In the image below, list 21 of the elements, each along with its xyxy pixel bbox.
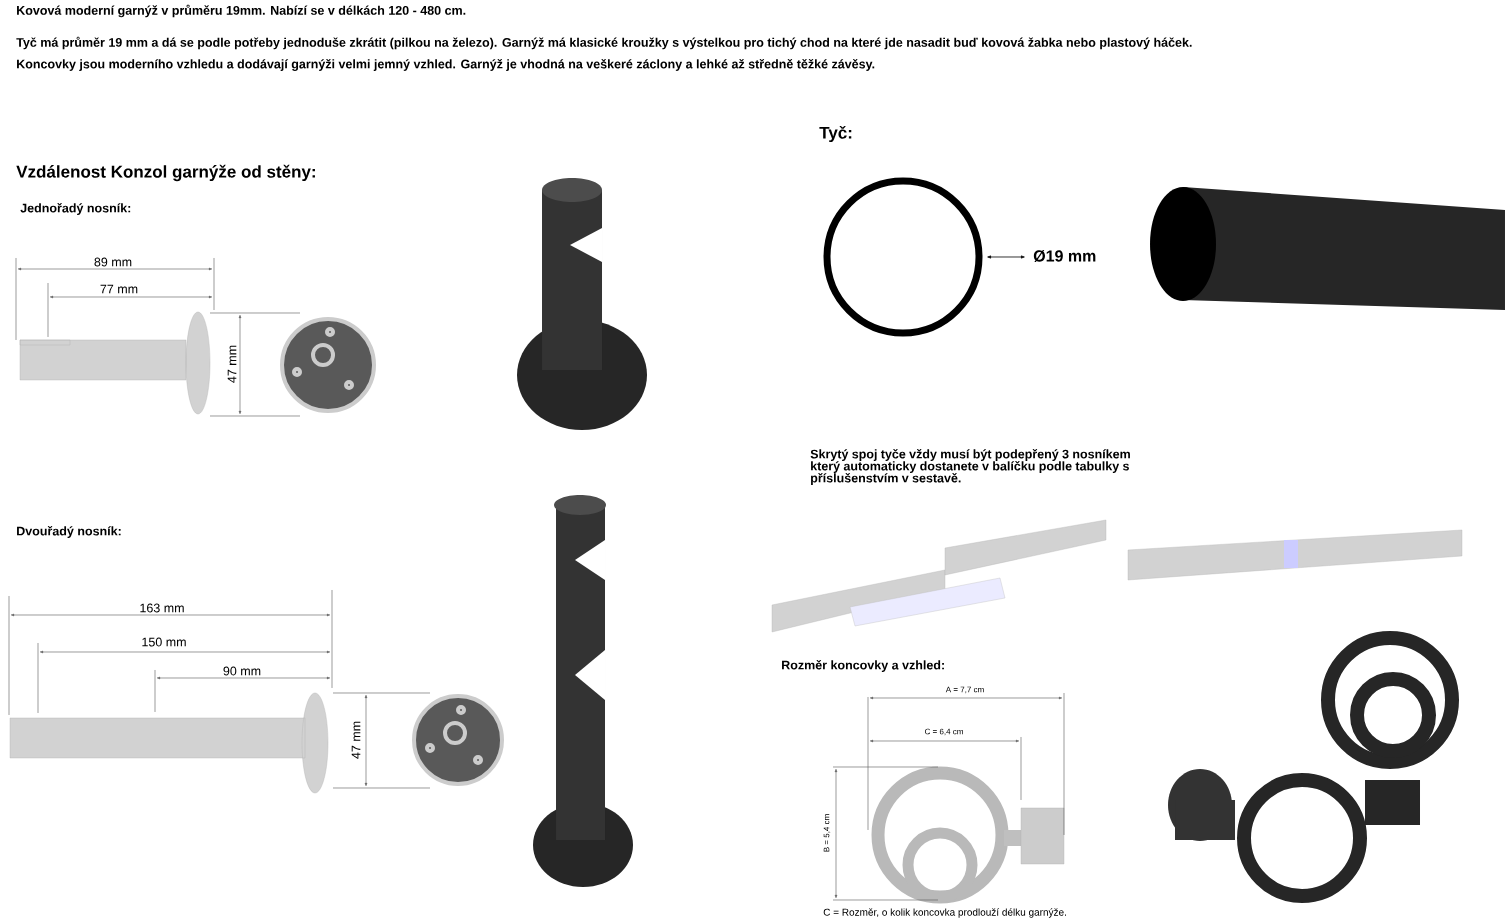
dimension-label: 150 mm [142, 637, 186, 647]
subheading: Jednořadý nosník: [20, 203, 131, 215]
dimension-label: Ø19 mm [1033, 249, 1096, 263]
description-text: Tyč má průměr 19 mm a dá se podle potřeby jednoduše zkrátit (pilkou na železo). Garnýž má klasické kroužky s výstelkou pro tichý chod na které jde nasadit buď kovová žabka nebo plastový háček. [16, 36, 1192, 50]
dimension-label: 47 mm [227, 345, 237, 383]
dimension-label: B = 5,4 cm [823, 814, 831, 852]
section-heading: Tyč: [819, 125, 852, 143]
caption-text: C = Rozměr, o kolik koncovka prodlouží délku garnýže. [823, 908, 1066, 918]
subheading: Rozměr koncovky a vzhled: [782, 660, 944, 672]
dimension-label: 47 mm [351, 721, 361, 759]
dimension-label: A = 7,7 cm [945, 686, 984, 694]
dimension-label: C = 6,4 cm [924, 728, 963, 736]
dimension-label: 90 mm [223, 666, 261, 676]
dimension-label: 77 mm [100, 284, 138, 294]
section-heading: Vzdálenost Konzol garnýže od stěny: [16, 164, 315, 182]
subheading: Dvouřadý nosník: [17, 526, 121, 538]
note-text: Skrytý spoj tyče vždy musí být podepřený 3 nosníkem který automaticky dostanete v balíčku podle tabulky s příslušenstvím v sestavě. [810, 449, 1130, 485]
dimension-label: 163 mm [140, 603, 184, 613]
dimension-label: 89 mm [94, 257, 132, 267]
description-text: Koncovky jsou moderního vzhledu a dodávají garnýži velmi jemný vzhled. Garnýž je vhodná na veškeré záclony a lehké až středně těžké závěsy. [17, 59, 875, 71]
intro-text: Kovová moderní garnýž v průměru 19mm. Nabízí se v délkách 120 - 480 cm. [17, 4, 466, 18]
